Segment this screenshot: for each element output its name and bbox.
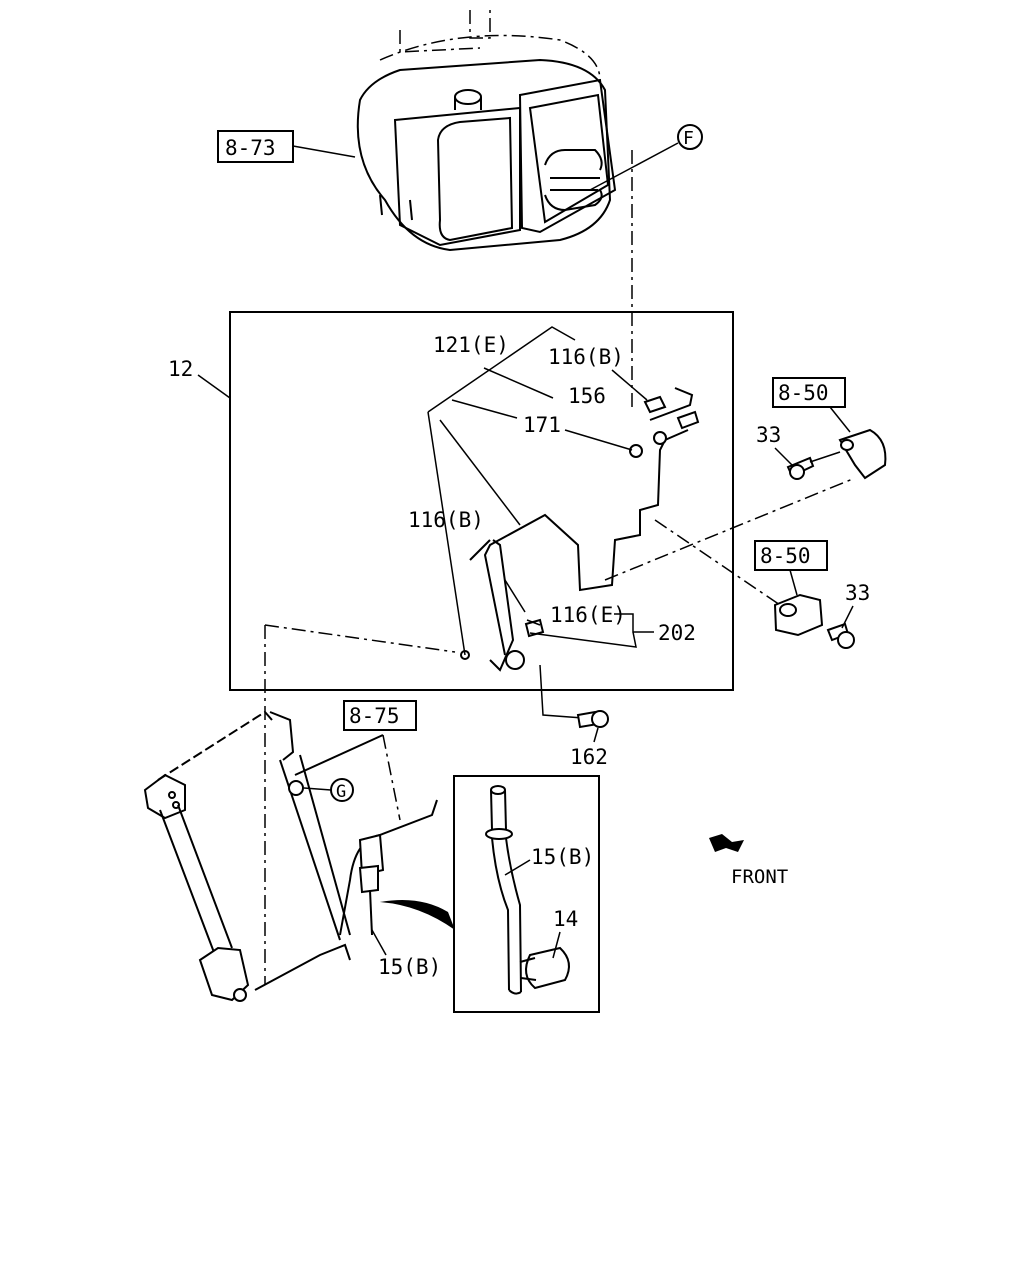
front-label: FRONT [731, 866, 788, 888]
ref-label-8-50-mid: 8-50 [760, 544, 811, 568]
lower-bracket-drawing [143, 711, 438, 1002]
detail-pointer-arrow [380, 899, 455, 930]
part-label-156: 156 [568, 384, 606, 408]
assembly-frame [229, 311, 734, 691]
part-label-116b-top: 116(B) [548, 345, 624, 369]
callout-label-f: F [683, 128, 694, 149]
pipe-assembly [460, 387, 700, 719]
part-label-116b-left: 116(B) [408, 508, 484, 532]
part-label-171: 171 [523, 413, 561, 437]
part-label-162: 162 [570, 745, 608, 769]
part-label-14: 14 [553, 907, 578, 931]
part-label-12: 12 [168, 357, 193, 381]
part-label-33-mid: 33 [845, 581, 870, 605]
callout-circle-f [677, 124, 703, 150]
ref-label-8-73: 8-73 [225, 136, 276, 160]
ref-box-8-50-mid [754, 540, 828, 571]
part-label-121e: 121(E) [433, 333, 509, 357]
ref-label-8-50-top: 8-50 [778, 381, 829, 405]
clamp-top-drawing [786, 428, 887, 480]
part-label-202: 202 [658, 621, 696, 645]
part-label-15b-bottom: 15(B) [378, 955, 441, 979]
ref-box-8-50-top [772, 377, 846, 408]
clamp-mid-drawing [773, 593, 855, 649]
part-label-15b-inset: 15(B) [531, 845, 594, 869]
heater-unit-drawing [356, 10, 617, 252]
detail-inset-frame [453, 775, 600, 1013]
ref-box-8-73 [217, 130, 294, 163]
callout-label-g: G [336, 782, 346, 802]
detail-hose-drawing [485, 785, 570, 995]
front-arrow-icon [709, 834, 744, 852]
part-label-33-top: 33 [756, 423, 781, 447]
part-label-116e: 116(E) [550, 603, 626, 627]
ref-label-8-75: 8-75 [349, 704, 400, 728]
ref-box-8-75 [343, 700, 417, 731]
